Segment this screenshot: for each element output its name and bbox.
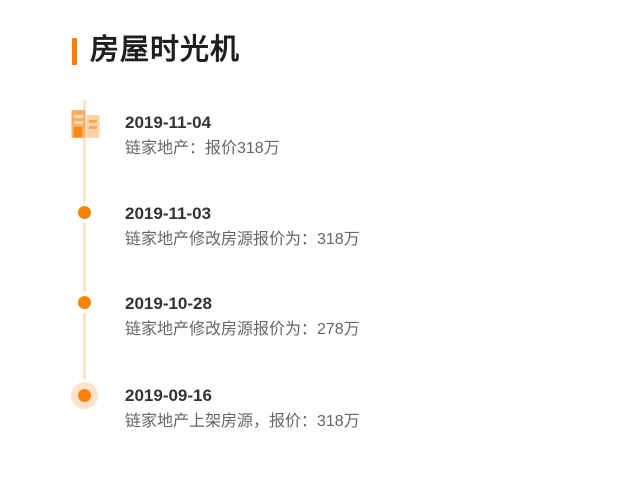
entry-description: 链家地产：报价318万 [125, 140, 280, 157]
entry-description: 链家地产修改房源报价为：318万 [125, 231, 360, 248]
entry-date: 2019-11-04 [125, 113, 212, 132]
timeline-dot-halo [71, 382, 98, 409]
entry-description: 链家地产上架房源，报价：318万 [125, 413, 360, 430]
timeline-dot [78, 389, 91, 402]
page-title: 房屋时光机 [90, 34, 241, 66]
entry-date: 2019-09-16 [125, 386, 212, 405]
building-icon [71, 110, 100, 138]
timeline-line [83, 100, 86, 397]
title-accent-bar [72, 38, 77, 65]
entry-description: 链家地产修改房源报价为：278万 [125, 321, 360, 338]
entry-date: 2019-10-28 [125, 294, 212, 313]
timeline-dot [78, 296, 91, 309]
entry-date: 2019-11-03 [125, 204, 212, 223]
timeline-dot [78, 206, 91, 219]
